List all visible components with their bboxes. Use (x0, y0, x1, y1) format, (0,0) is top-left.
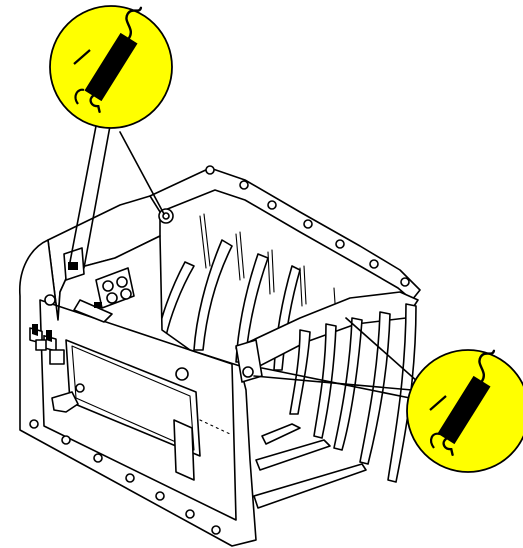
spring-callout-lower (253, 317, 523, 473)
face-bracket (173, 419, 195, 481)
front-access-panel (65, 339, 201, 457)
spring-callout-upper (49, 5, 173, 269)
grab-frame (19, 165, 421, 547)
latch-bracket (51, 391, 79, 413)
tension-spring-icon (437, 349, 496, 456)
tine-guides (199, 213, 337, 319)
valve-block (73, 267, 135, 323)
tension-spring-icon (84, 6, 143, 113)
bottom-spikes (253, 423, 367, 509)
dotted-guide (199, 419, 231, 435)
top-back-rail (149, 167, 421, 301)
front-face-outline (39, 299, 237, 521)
vent-block (29, 324, 65, 365)
bottom-bolts (29, 294, 221, 535)
rail-bolts (205, 165, 410, 287)
